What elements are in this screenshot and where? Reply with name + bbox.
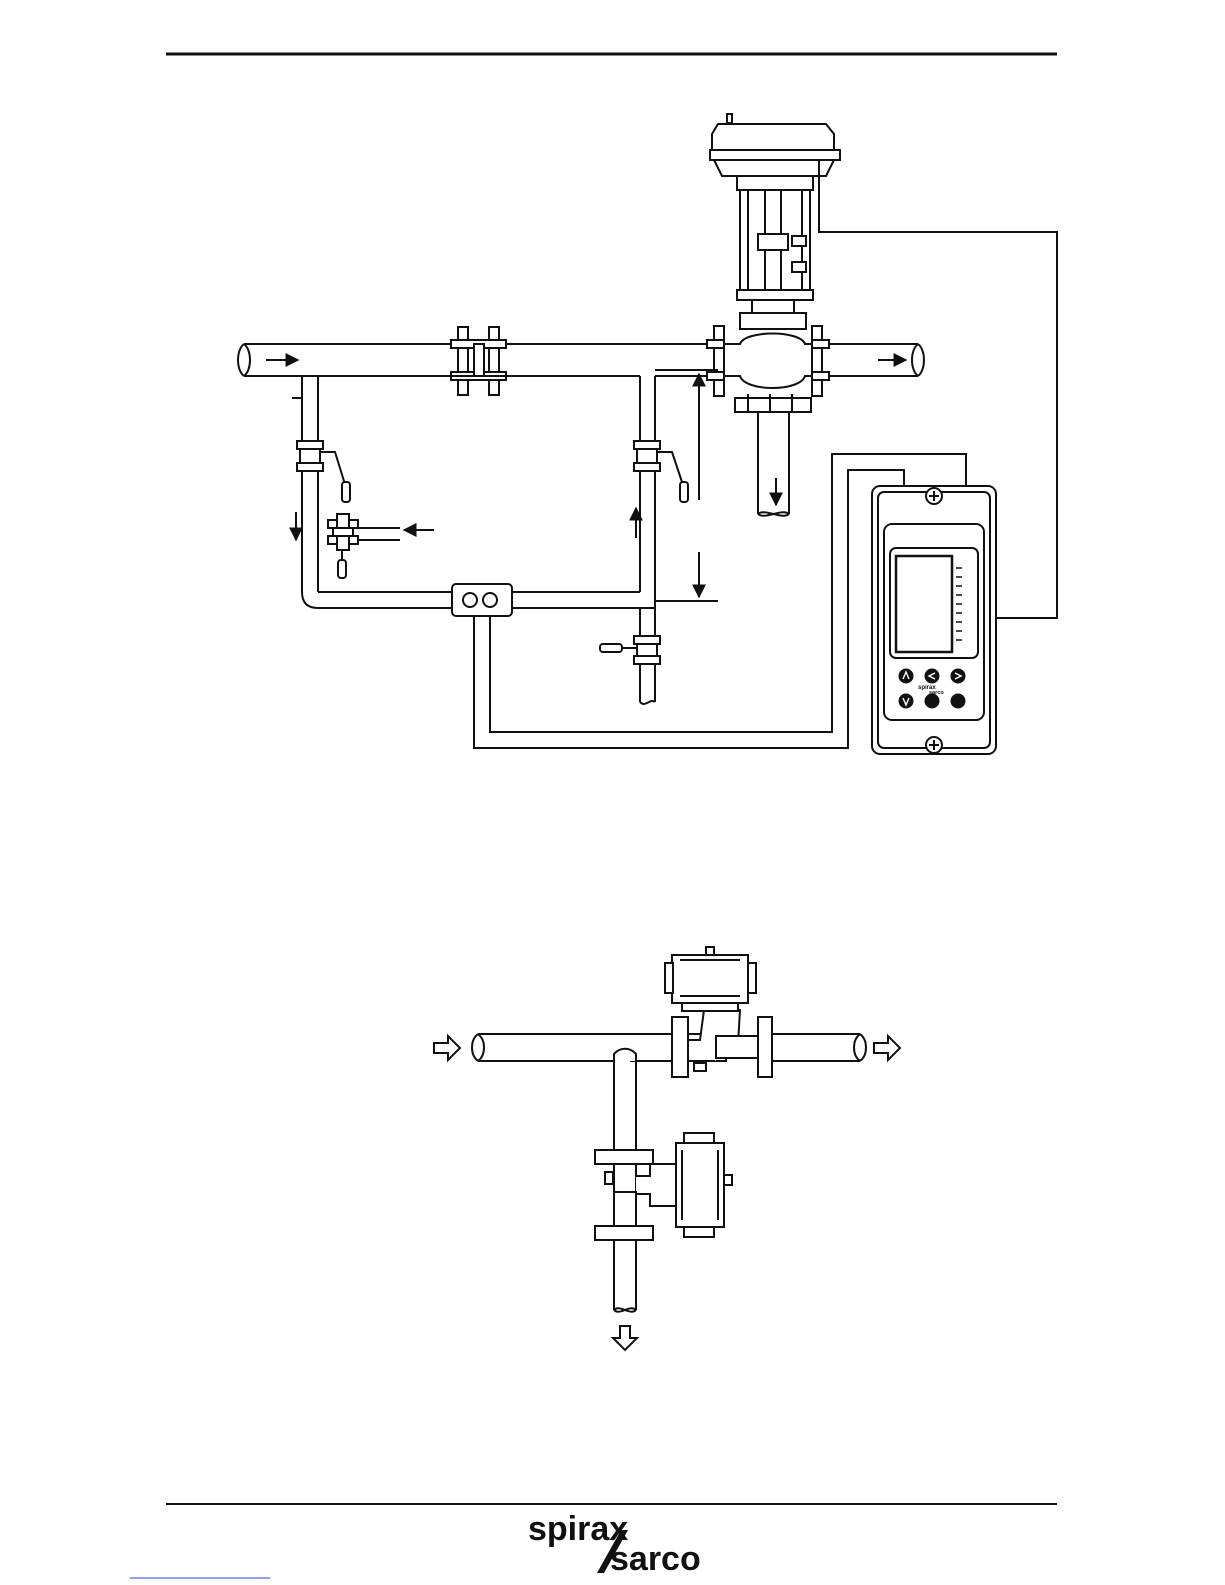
ball-valve-upper-left <box>297 441 350 502</box>
vertical-valve <box>595 1150 676 1240</box>
return-pipe <box>600 376 688 704</box>
right-arrow-button <box>952 670 965 683</box>
blank-button <box>926 695 939 708</box>
logo-word-sarco: sarco <box>610 1540 701 1578</box>
down-hollow-arrow-icon <box>613 1326 637 1350</box>
blank-button <box>952 695 965 708</box>
up-arrow-button <box>900 670 913 683</box>
main-inlet-pipe <box>238 344 458 376</box>
control-valve-body <box>707 313 829 412</box>
vertical-actuator <box>676 1133 732 1237</box>
device-logo-line2: sarco <box>929 690 944 696</box>
flange-pair-left <box>451 327 506 395</box>
main-outlet-pipe <box>829 344 924 376</box>
spirax-sarco-logo: spirax sarco <box>528 1510 701 1578</box>
inlet-hollow-arrow-icon <box>434 1036 460 1060</box>
down-arrow-button <box>900 695 913 708</box>
controller-device <box>872 486 996 754</box>
horizontal-valve <box>672 1010 772 1077</box>
lower-diagram <box>434 947 900 1350</box>
valve-bottom-outlet <box>758 412 789 516</box>
horizontal-actuator <box>665 947 756 1011</box>
left-arrow-button <box>926 670 939 683</box>
flush-inlet-valve <box>328 514 434 578</box>
outlet-hollow-arrow-icon <box>874 1036 900 1060</box>
